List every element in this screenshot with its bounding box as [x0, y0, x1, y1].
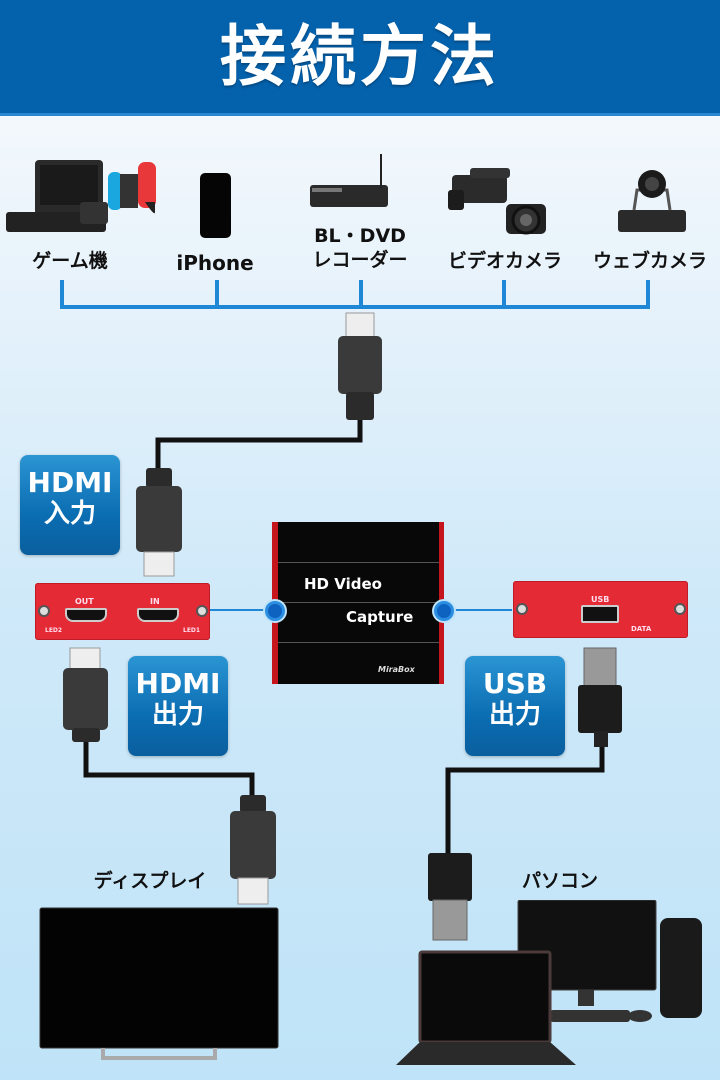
- usb-cable: [445, 745, 605, 855]
- pc-label: パソコン: [521, 870, 598, 892]
- usb-port-label: USB: [591, 595, 610, 604]
- hdmi-plug-top: [338, 312, 382, 420]
- page-title: 接続方法: [220, 18, 500, 95]
- device-title-line1: HD Video: [304, 575, 382, 593]
- source-devices-illustrations: [6, 154, 686, 238]
- recorder-icon: [310, 154, 388, 207]
- screw-icon: [196, 605, 208, 617]
- device-title-line2: Capture: [346, 608, 414, 626]
- left-connector-dot: [265, 601, 285, 621]
- in-port-label: IN: [150, 597, 160, 606]
- led1-label: LED1: [183, 627, 201, 634]
- hdmi-input-badge-line1: HDMI: [27, 466, 113, 499]
- hdmi-plug-input: [136, 468, 182, 577]
- tv-display-icon: [39, 907, 279, 1060]
- out-port-label: OUT: [75, 597, 94, 606]
- smartphone-icon: [200, 173, 231, 238]
- usb-port-panel: USB DATA: [513, 581, 688, 638]
- usb-output-badge: USB 出力: [465, 656, 565, 756]
- hdmi-output-badge-line1: HDMI: [135, 667, 221, 700]
- usb-plug-pc: [428, 853, 472, 941]
- hdmi-input-badge-line2: 入力: [43, 499, 96, 529]
- computer-icon: [396, 900, 702, 1065]
- source-label-webcam: ウェブカメラ: [592, 250, 707, 272]
- source-label-recorder-line1: BL・DVD: [314, 225, 406, 247]
- source-label-recorder-line2: レコーダー: [312, 249, 408, 271]
- hdmi-output-badge: HDMI 出力: [128, 656, 228, 756]
- screw-icon: [38, 605, 50, 617]
- game-console-icon: [6, 160, 156, 232]
- led2-label: LED2: [45, 627, 63, 634]
- usb-output-badge-line2: 出力: [488, 700, 541, 730]
- source-label-iphone: iPhone: [176, 251, 254, 275]
- webcam-icon: [618, 170, 686, 232]
- source-label-game: ゲーム機: [32, 250, 108, 272]
- hdmi-plug-output: [63, 647, 108, 742]
- display-label: ディスプレイ: [93, 870, 207, 892]
- usb-plug-device: [578, 647, 622, 747]
- hdmi-plug-display: [230, 795, 276, 905]
- source-label-video-camera: ビデオカメラ: [447, 250, 562, 272]
- output-devices-illustrations: [39, 900, 702, 1065]
- video-camera-icon: [448, 168, 546, 235]
- usb-output-badge-line1: USB: [482, 667, 548, 700]
- hdmi-port-panel: OUT IN LED2 LED1: [35, 583, 210, 640]
- source-bracket: [60, 280, 650, 309]
- data-label: DATA: [631, 625, 652, 633]
- hdmi-output-badge-line2: 出力: [151, 700, 204, 730]
- right-connector-dot: [434, 601, 454, 621]
- screw-icon: [516, 603, 528, 615]
- header-banner: [0, 0, 720, 116]
- screw-icon: [674, 603, 686, 615]
- hdmi-output-cable: [83, 740, 255, 795]
- hdmi-input-cable: [155, 420, 363, 470]
- brand-logo: MiraBox: [378, 665, 415, 674]
- hdmi-in-port: [137, 608, 179, 622]
- hdmi-out-port: [65, 608, 107, 622]
- usb-port: [581, 605, 619, 623]
- capture-device: HD Video Capture MiraBox: [272, 522, 444, 684]
- hdmi-input-badge: HDMI 入力: [20, 455, 120, 555]
